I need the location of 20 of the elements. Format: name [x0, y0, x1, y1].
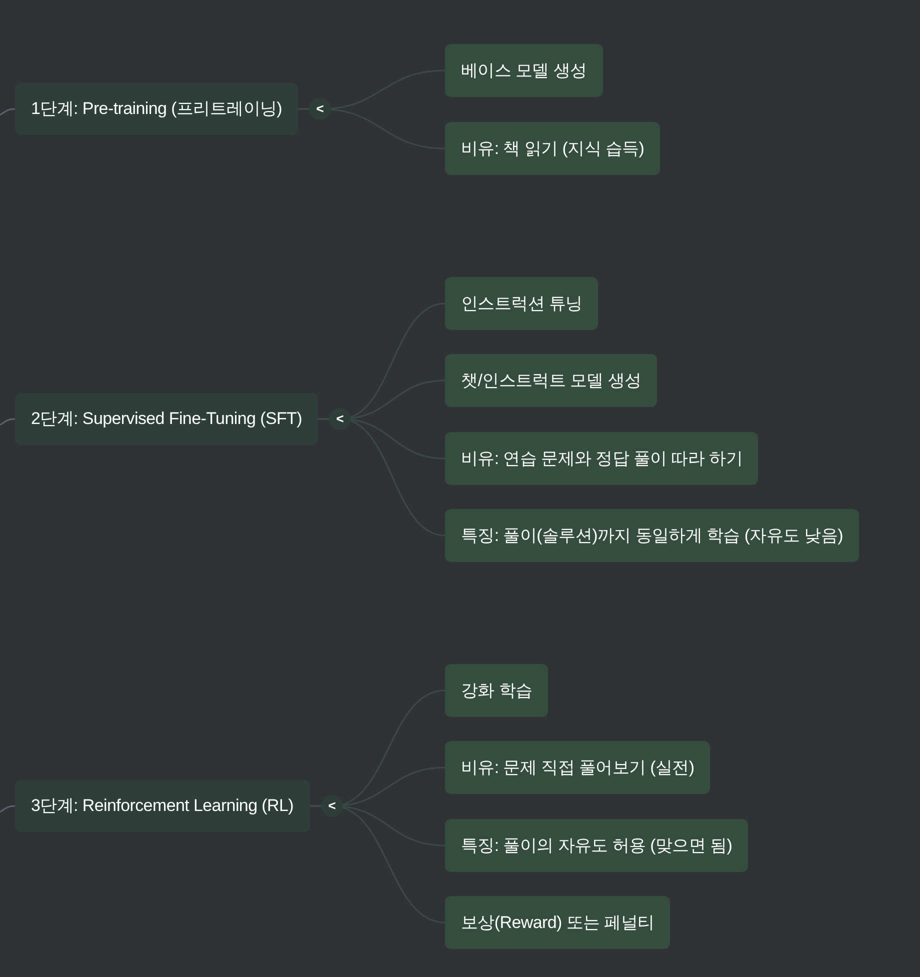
collapse-toggle: <: [321, 795, 343, 817]
connector-line: [0, 418, 16, 426]
stage-box: 1단계: Pre-training (프리트레이닝): [15, 83, 298, 135]
topic-box: 보상(Reward) 또는 페널티: [445, 896, 670, 949]
topic-box: 챗/인스트럭트 모델 생성: [445, 354, 658, 407]
topic-box: 비유: 문제 직접 풀어보기 (실전): [445, 741, 710, 794]
collapse-toggle: <: [329, 408, 351, 430]
collapse-toggle: <: [309, 98, 331, 120]
topic-box: 특징: 풀이(솔루션)까지 동일하게 학습 (자유도 낮음): [445, 509, 859, 562]
topic-box: 베이스 모델 생성: [445, 44, 603, 97]
topic-box: 특징: 풀이의 자유도 허용 (맞으면 됨): [445, 819, 748, 872]
topic-box: 강화 학습: [445, 664, 548, 717]
topic-box: 비유: 연습 문제와 정답 풀이 따라 하기: [445, 432, 758, 485]
connector-line: [298, 108, 446, 150]
connector-line: [0, 805, 16, 813]
connector-line: [0, 108, 16, 116]
stage-box: 3단계: Reinforcement Learning (RL): [15, 780, 310, 832]
topic-box: 비유: 책 읽기 (지식 습득): [445, 122, 660, 175]
topic-box: 인스트럭션 튜닝: [445, 277, 598, 330]
stage-box: 2단계: Supervised Fine-Tuning (SFT): [15, 393, 318, 445]
